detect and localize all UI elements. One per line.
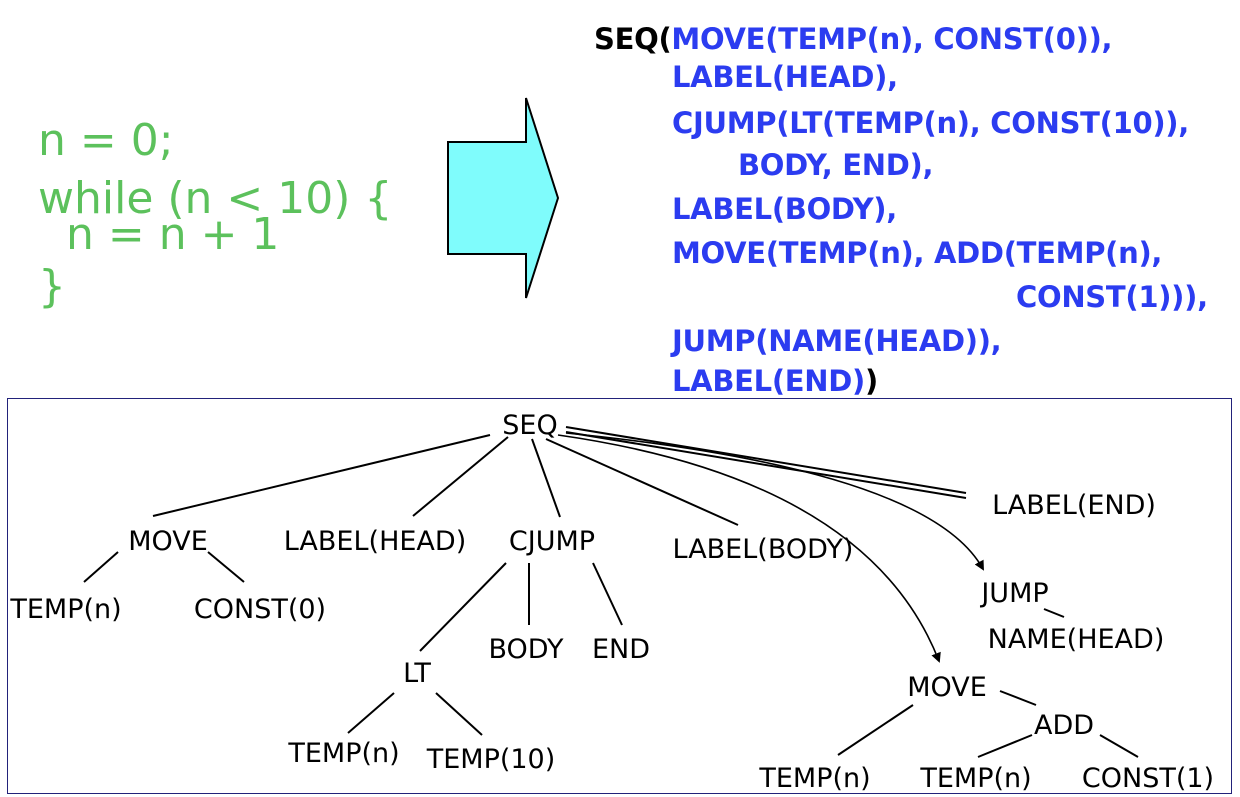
tree-node-label-body: LABEL(BODY) [672, 534, 854, 565]
ir-closing: ) [864, 364, 878, 398]
tree-node-move1: MOVE [128, 526, 208, 557]
edge-seq-label-end [565, 431, 967, 499]
tree-node-cjump: CJUMP [508, 526, 596, 557]
tree-node-seq: SEQ [502, 410, 558, 441]
edge-add-temp-n-4 [977, 734, 1033, 758]
ir-line-2: LABEL(HEAD), [672, 60, 898, 94]
edge-lt-temp-n-2 [347, 692, 395, 734]
edge-seq-cjump [531, 438, 561, 518]
edge-seq-jump [565, 432, 984, 571]
ir-line-4: BODY, END), [738, 148, 934, 182]
edge-move2-add [999, 690, 1037, 706]
tree-node-temp10: TEMP(10) [426, 744, 556, 775]
source-line-4: } [38, 261, 66, 312]
tree-node-const1: CONST(1) [1081, 763, 1215, 794]
edge-seq-move1 [152, 434, 491, 517]
edge-cjump-end [592, 562, 623, 626]
tree-node-temp-n-3: TEMP(n) [759, 763, 871, 794]
tree-node-label-head: LABEL(HEAD) [283, 526, 467, 557]
edge-seq-move2 [557, 434, 941, 663]
edge-jump-name-head [1043, 608, 1065, 618]
ir-line-5: LABEL(BODY), [672, 192, 897, 226]
edge-seq-label-body [545, 438, 739, 526]
ir-tree-edges [83, 426, 1139, 758]
ir-prefix: SEQ( [594, 22, 672, 56]
ir-tree-panel: SEQ MOVE TEMP(n) CONST(0) LABEL(HEAD) CJUMP LT… [7, 398, 1232, 794]
ir-line-1-text: MOVE(TEMP(n), CONST(0)), [671, 22, 1113, 56]
ir-line-9-text: LABEL(END) [672, 364, 865, 398]
edge-move1-temp-n-1 [83, 551, 119, 583]
tree-node-lt: LT [403, 658, 431, 689]
ir-line-1: SEQ(MOVE(TEMP(n), CONST(0)), [594, 22, 1113, 56]
source-line-1: n = 0; [38, 115, 174, 166]
tree-node-jump: JUMP [981, 578, 1049, 609]
edge-move1-const0 [207, 551, 245, 583]
tree-node-name-head: NAME(HEAD) [987, 624, 1165, 655]
tree-node-temp-n-2: TEMP(n) [288, 738, 400, 769]
ir-line-7: CONST(1))), [1016, 280, 1208, 314]
tree-node-label-end: LABEL(END) [992, 490, 1156, 521]
edge-cjump-lt [419, 562, 507, 652]
tree-node-move2: MOVE [907, 672, 987, 703]
ir-line-6: MOVE(TEMP(n), ADD(TEMP(n), [672, 236, 1163, 270]
transform-arrow-icon [447, 97, 560, 299]
edge-add-const1 [1099, 734, 1139, 758]
tree-node-const0: CONST(0) [193, 594, 327, 625]
edge-lt-temp10 [435, 692, 483, 736]
edge-seq-label-end [565, 426, 967, 494]
source-line-2: while (n < 10) { [38, 173, 393, 224]
ir-line-9: LABEL(END)) [672, 364, 878, 398]
arrow-shape [447, 97, 560, 299]
tree-node-temp-n-4: TEMP(n) [920, 763, 1032, 794]
tree-node-add: ADD [1033, 710, 1095, 741]
ir-line-8: JUMP(NAME(HEAD)), [672, 324, 1002, 358]
tree-node-end: END [591, 634, 651, 665]
tree-node-body: BODY [488, 634, 564, 665]
tree-node-temp-n-1: TEMP(n) [10, 594, 122, 625]
ir-line-3: CJUMP(LT(TEMP(n), CONST(10)), [672, 106, 1189, 140]
source-line-3: n = n + 1 [38, 209, 280, 260]
edge-seq-label-head [412, 436, 509, 517]
edge-move2-temp-n-3 [837, 704, 914, 756]
